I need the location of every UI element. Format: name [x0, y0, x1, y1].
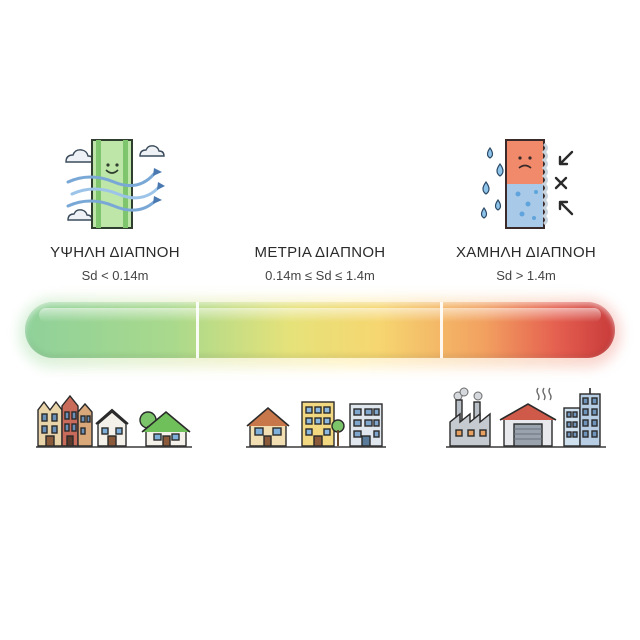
- category-range-high: Sd < 0.14m: [81, 268, 149, 283]
- modern-buildings-icon: [246, 401, 386, 448]
- breathability-scale: [19, 298, 621, 368]
- category-title-high: ΥΨΗΛΗ ΔΙΑΠΝΟΗ: [50, 244, 180, 261]
- scale-divider-1: [196, 302, 199, 358]
- category-range-low: Sd > 1.4m: [496, 268, 556, 283]
- scale-shine: [39, 308, 601, 322]
- category-title-low: ΧΑΜΗΛΗ ΔΙΑΠΝΟΗ: [455, 244, 597, 261]
- category-range-medium: 0.14m ≤ Sd ≤ 1.4m: [265, 268, 375, 283]
- scale-divider-2: [440, 302, 443, 358]
- scale-bar: [25, 302, 615, 358]
- condensation-wall-icon: [480, 139, 574, 229]
- traditional-houses-icon: [36, 394, 192, 448]
- breathable-wall-icon: [65, 139, 165, 229]
- industrial-buildings-icon: [446, 387, 606, 448]
- category-title-medium: ΜΕΤΡΙΑ ΔΙΑΠΝΟΗ: [254, 244, 386, 261]
